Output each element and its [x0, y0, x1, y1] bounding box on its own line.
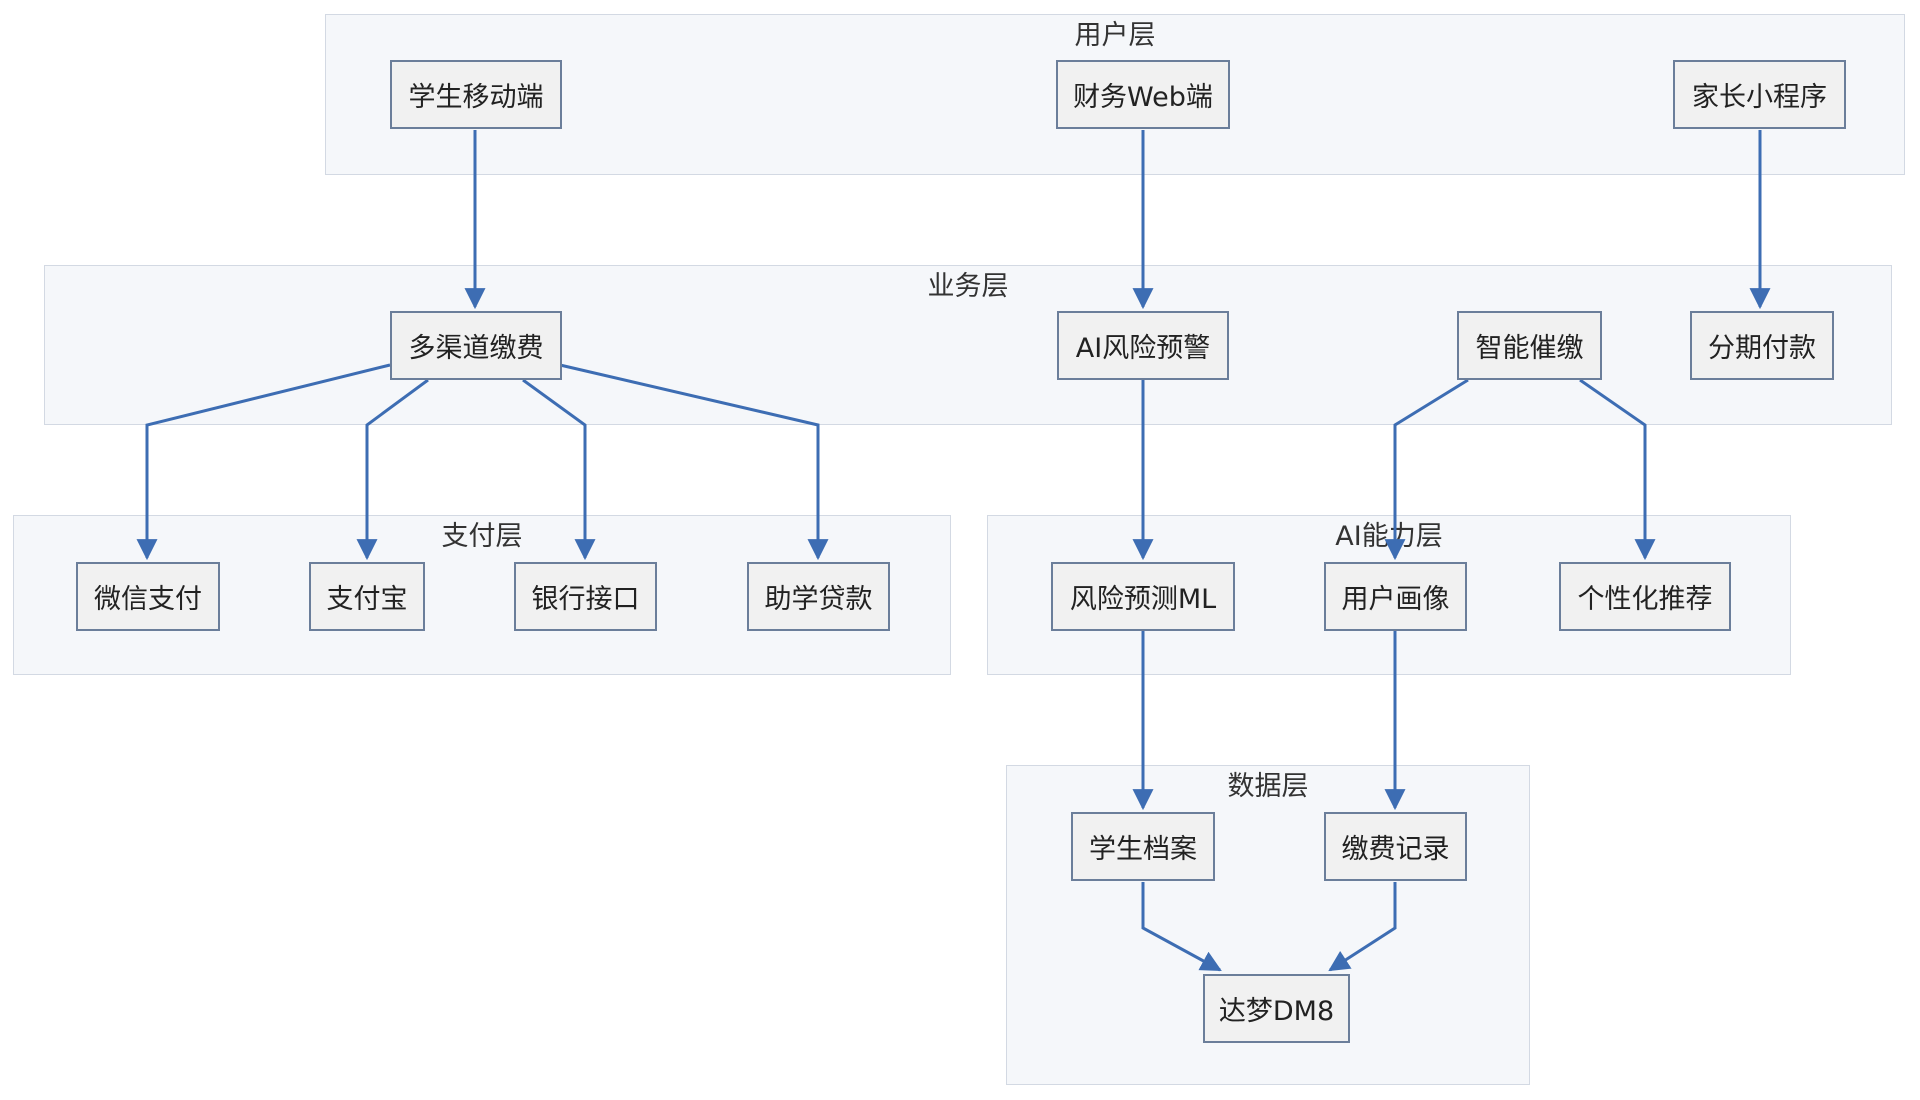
node-multi-channel[interactable]: 多渠道缴费	[390, 311, 562, 380]
node-ai-risk-label: AI风险预警	[1075, 333, 1211, 364]
node-payment-record-label: 缴费记录	[1341, 834, 1450, 865]
group-user-layer-label: 用户层	[1074, 20, 1156, 51]
node-user-profile[interactable]: 用户画像	[1324, 562, 1467, 631]
node-risk-ml[interactable]: 风险预测ML	[1051, 562, 1235, 631]
node-dameng[interactable]: 达梦DM8	[1203, 974, 1350, 1043]
node-installment[interactable]: 分期付款	[1690, 311, 1834, 380]
group-business-layer: 业务层	[44, 265, 1892, 425]
node-dameng-label: 达梦DM8	[1218, 996, 1335, 1027]
node-bank-api[interactable]: 银行接口	[514, 562, 657, 631]
node-student-loan-label: 助学贷款	[764, 584, 873, 615]
group-business-layer-label: 业务层	[927, 271, 1009, 302]
node-smart-reminder[interactable]: 智能催缴	[1457, 311, 1602, 380]
node-parent-miniapp[interactable]: 家长小程序	[1673, 60, 1846, 129]
node-payment-record[interactable]: 缴费记录	[1324, 812, 1467, 881]
node-finance-web-label: 财务Web端	[1073, 82, 1213, 113]
node-parent-miniapp-label: 家长小程序	[1692, 82, 1827, 113]
node-user-profile-label: 用户画像	[1341, 584, 1450, 615]
node-student-archive-label: 学生档案	[1089, 834, 1197, 865]
node-student-mobile-label: 学生移动端	[408, 82, 544, 113]
node-finance-web[interactable]: 财务Web端	[1056, 60, 1230, 129]
node-personal-rec-label: 个性化推荐	[1577, 584, 1713, 615]
node-student-archive[interactable]: 学生档案	[1071, 812, 1215, 881]
node-student-loan[interactable]: 助学贷款	[747, 562, 890, 631]
node-risk-ml-label: 风险预测ML	[1069, 584, 1217, 615]
group-payment-layer-label: 支付层	[441, 521, 523, 552]
node-alipay[interactable]: 支付宝	[309, 562, 425, 631]
node-personal-rec[interactable]: 个性化推荐	[1559, 562, 1731, 631]
node-wechat-pay-label: 微信支付	[94, 584, 202, 615]
node-smart-reminder-label: 智能催缴	[1475, 333, 1584, 364]
node-installment-label: 分期付款	[1708, 333, 1816, 364]
node-alipay-label: 支付宝	[326, 584, 408, 615]
node-bank-api-label: 银行接口	[531, 584, 640, 615]
node-ai-risk[interactable]: AI风险预警	[1057, 311, 1229, 380]
group-ai-layer-label: AI能力层	[1335, 521, 1443, 552]
node-wechat-pay[interactable]: 微信支付	[76, 562, 220, 631]
node-student-mobile[interactable]: 学生移动端	[390, 60, 562, 129]
node-multi-channel-label: 多渠道缴费	[408, 333, 544, 364]
group-data-layer-label: 数据层	[1227, 771, 1309, 802]
